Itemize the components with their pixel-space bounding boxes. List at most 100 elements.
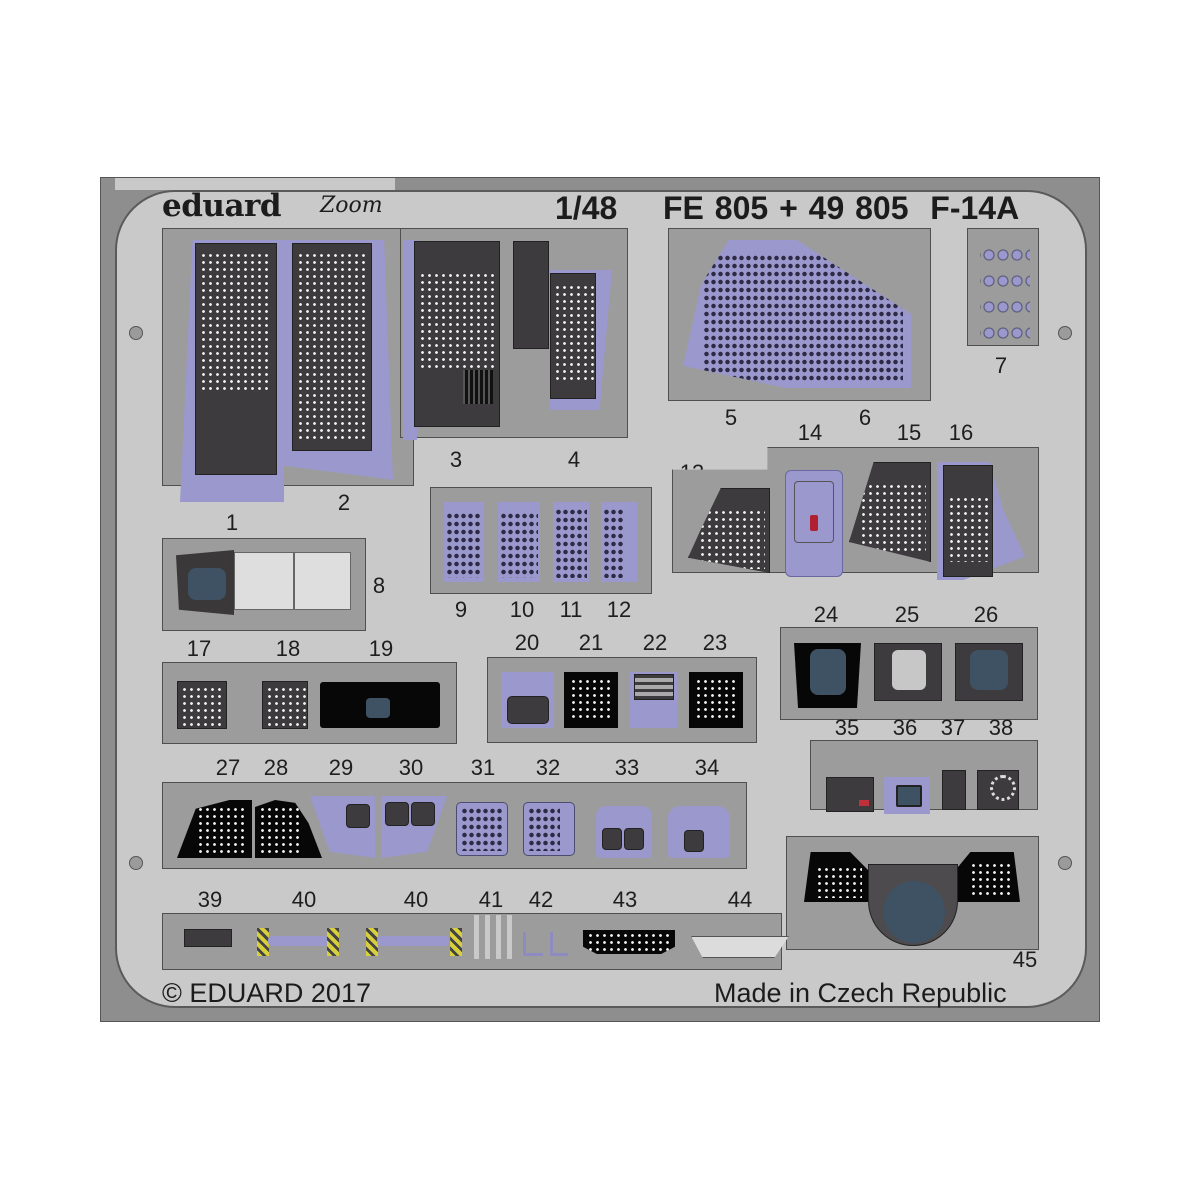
circuit-breakers: [446, 512, 482, 578]
part-42-bracket: [523, 932, 543, 956]
part-label: 14: [797, 420, 823, 445]
frame-gap: [115, 178, 395, 190]
part-label: 34: [694, 755, 720, 780]
part-10: [498, 502, 540, 582]
aircraft-name: F-14A: [930, 190, 1020, 226]
part-40b-grip-right: [450, 928, 462, 956]
part-label: 27: [215, 755, 241, 780]
indicator-dots: [695, 678, 737, 722]
part-40-grip-left: [257, 928, 269, 956]
part-25: [874, 643, 942, 701]
part-11: [553, 502, 589, 582]
switch-dots: [461, 807, 503, 851]
part-label: 9: [454, 597, 468, 622]
switch-dots: [419, 272, 495, 372]
mounting-hole: [129, 856, 143, 870]
indicator-dots: [587, 932, 671, 952]
gauge-dots: [266, 686, 306, 726]
display-screen: [366, 698, 390, 718]
part-20-insert: [507, 696, 549, 724]
part-40b-grip-left: [366, 928, 378, 956]
gauge-icon: [602, 828, 622, 850]
part-label: 11: [559, 597, 583, 622]
part-label: 40: [403, 887, 429, 912]
part-label: 3: [449, 447, 463, 472]
part-label: 5: [724, 405, 738, 430]
red-indicator: [859, 800, 869, 806]
part-20: [501, 672, 554, 728]
switch-dots: [948, 496, 990, 562]
part-label: 17: [186, 636, 212, 661]
part-30: [381, 796, 447, 858]
display-screen: [188, 568, 226, 600]
part-3-panel: [414, 241, 500, 427]
part-label: 44: [727, 887, 753, 912]
part-label: 19: [368, 636, 394, 661]
part-label: 30: [398, 755, 424, 780]
part-label: 21: [578, 630, 604, 655]
part-label: 12: [606, 597, 632, 622]
part-8-flap-right: [294, 552, 351, 610]
slot-array: [634, 674, 674, 700]
switch-dots: [699, 509, 765, 569]
part-label: 26: [973, 602, 999, 627]
part-label: 35: [834, 715, 860, 740]
gauge-icon: [411, 802, 435, 826]
gauge-dots: [970, 862, 1010, 896]
gauge-dots: [816, 866, 862, 898]
mounting-hole: [129, 326, 143, 340]
part-42-bracket: [550, 932, 568, 956]
part-38: [977, 770, 1019, 810]
switch-dots: [297, 252, 369, 442]
part-18-panel: [262, 681, 308, 729]
part-40b-cable: [377, 936, 449, 946]
red-handle-icon: [810, 515, 818, 531]
part-17-panel: [177, 681, 227, 729]
switch-dots: [860, 483, 926, 553]
part-label: 23: [702, 630, 728, 655]
part-14-panel: [785, 470, 843, 577]
part-1-panel: [195, 243, 277, 475]
part-label: 20: [514, 630, 540, 655]
part-19-panel: [320, 682, 440, 728]
part-label: 18: [275, 636, 301, 661]
part-37: [942, 770, 966, 810]
zoom-logo: Zoom: [320, 193, 383, 218]
part-9: [444, 502, 484, 582]
display-screen: [810, 649, 846, 695]
part-8-flap-left: [234, 552, 294, 610]
fret-parts-39-44: [162, 913, 782, 970]
part-label: 38: [988, 715, 1014, 740]
part-34: [668, 806, 730, 858]
part-4-upper-panel: [513, 241, 549, 349]
display-screen: [892, 650, 926, 690]
gauge-icon: [346, 804, 370, 828]
part-40-cable: [268, 936, 328, 946]
gauge-icon: [385, 802, 409, 826]
circuit-breakers: [555, 508, 587, 578]
part-3-primer: [403, 240, 417, 440]
part-4-panel: [550, 273, 596, 399]
part-36: [884, 777, 930, 814]
part-label: 29: [328, 755, 354, 780]
dial-icon: [990, 775, 1016, 801]
circuit-breakers: [603, 508, 623, 578]
part-35: [826, 777, 874, 812]
product-code: FE 805 + 49 805 F-14A: [663, 190, 1019, 227]
display-screen: [896, 785, 922, 807]
part-label: 1: [225, 510, 239, 535]
part-label: 33: [614, 755, 640, 780]
part-7-buckles: [980, 242, 1030, 342]
brand-logo: eduard: [162, 188, 282, 224]
part-23: [689, 672, 743, 728]
gauge-icon: [624, 828, 644, 850]
switch-dots: [554, 284, 594, 384]
part-label: 2: [337, 490, 351, 515]
part-label: 7: [994, 353, 1008, 378]
part-13-panel: [688, 488, 770, 573]
part-label: 31: [470, 755, 496, 780]
gauge-dots: [197, 806, 247, 854]
part-39: [184, 929, 232, 947]
part-label: 40: [291, 887, 317, 912]
part-label: 25: [894, 602, 920, 627]
